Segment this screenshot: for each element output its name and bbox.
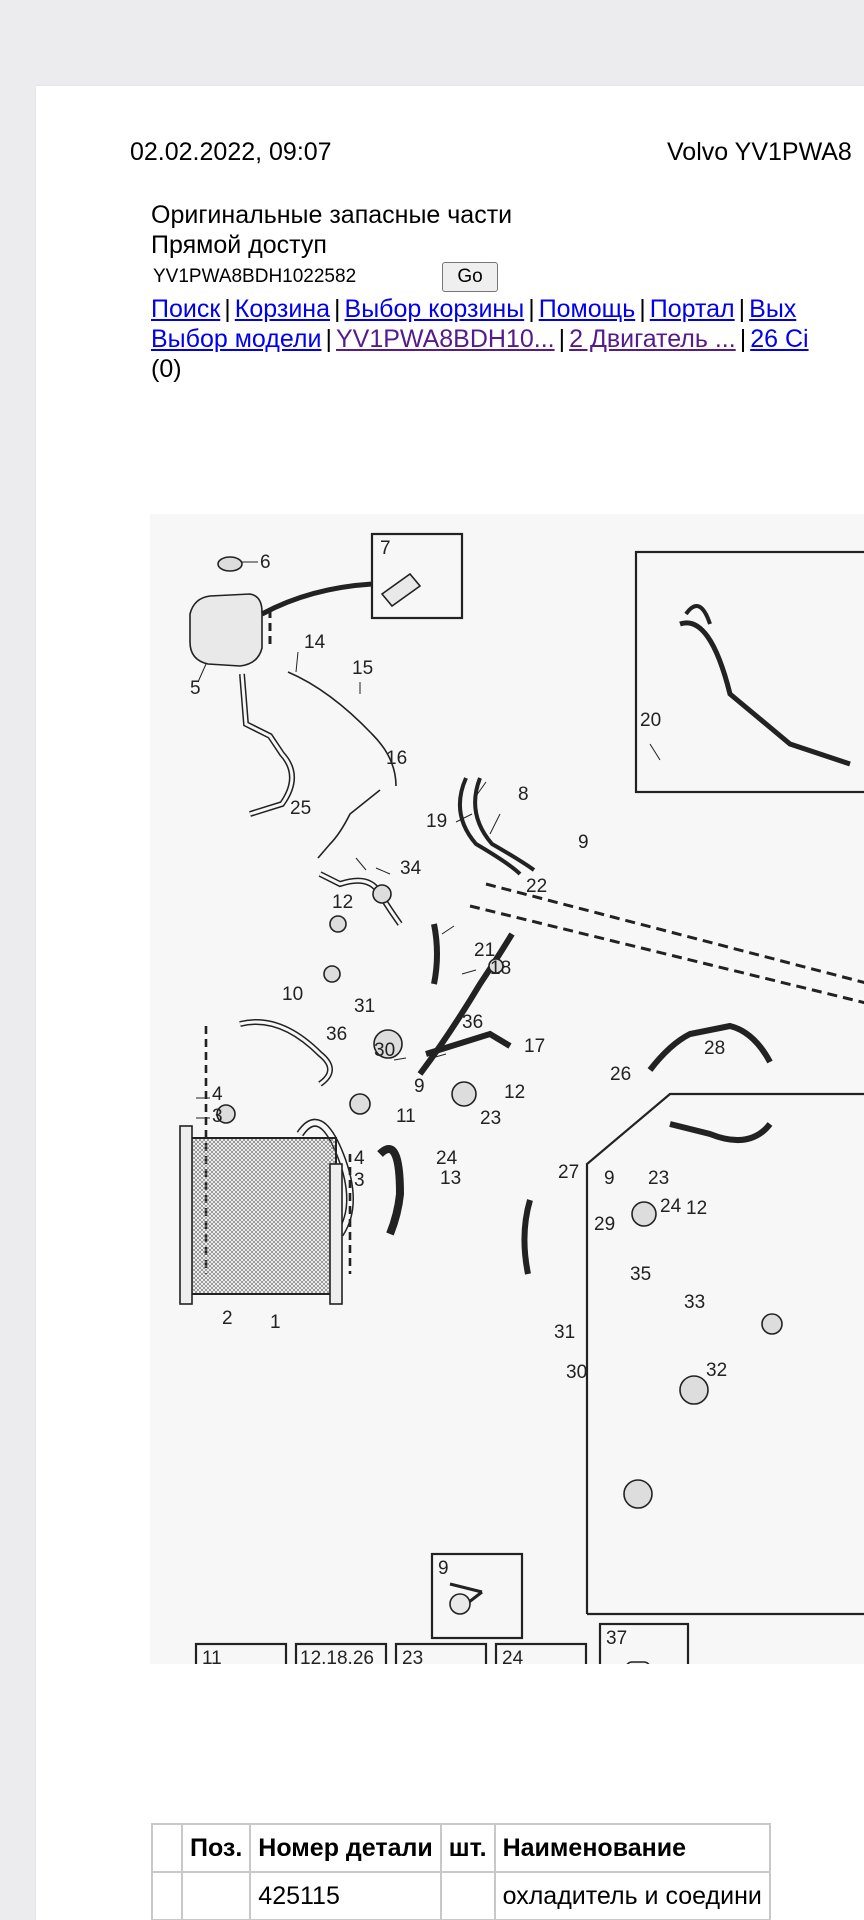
nav-portal-link[interactable]: Портал <box>649 295 735 323</box>
cell-name: охладитель и соедини <box>493 1871 771 1920</box>
breadcrumb: Выбор модели|YV1PWA8BDH10...|2 Двигатель… <box>151 325 809 353</box>
cell-select <box>151 1871 183 1920</box>
svg-text:9: 9 <box>414 1076 425 1097</box>
svg-text:2: 2 <box>222 1308 233 1329</box>
col-header-name: Наименование <box>493 1823 771 1873</box>
go-button[interactable]: Go <box>442 262 498 292</box>
nav-cart-link[interactable]: Корзина <box>234 295 331 323</box>
svg-text:12: 12 <box>332 892 353 913</box>
svg-text:3: 3 <box>212 1106 223 1127</box>
svg-text:8: 8 <box>518 784 529 805</box>
svg-text:24: 24 <box>436 1148 458 1169</box>
svg-text:6: 6 <box>260 552 271 573</box>
svg-text:30: 30 <box>374 1040 395 1061</box>
svg-text:15: 15 <box>352 658 373 679</box>
svg-text:12: 12 <box>686 1198 707 1219</box>
svg-text:17: 17 <box>524 1036 545 1057</box>
svg-text:9: 9 <box>604 1168 615 1189</box>
nav-cart-select-link[interactable]: Выбор корзины <box>344 295 525 323</box>
svg-text:4: 4 <box>354 1148 365 1169</box>
cell-part-number: 425115 <box>249 1871 442 1920</box>
svg-text:16: 16 <box>386 748 407 769</box>
svg-text:37: 37 <box>606 1628 627 1649</box>
svg-text:20: 20 <box>640 710 661 731</box>
svg-text:22: 22 <box>526 876 547 897</box>
svg-text:11: 11 <box>396 1106 416 1127</box>
direct-access-label: Прямой доступ <box>151 231 327 259</box>
breadcrumb-system[interactable]: 26 Сі <box>750 325 809 353</box>
svg-text:24: 24 <box>502 1648 524 1664</box>
svg-text:33: 33 <box>684 1292 705 1313</box>
parts-table: Поз. Номер детали шт. Наименование 42511… <box>151 1823 771 1920</box>
svg-text:21: 21 <box>474 940 495 961</box>
catalog-header-block: Оригинальные запасные части Прямой досту… <box>151 200 809 384</box>
svg-text:10: 10 <box>282 984 303 1005</box>
vin-input[interactable] <box>151 263 440 291</box>
svg-text:12,18,26: 12,18,26 <box>300 1648 374 1664</box>
document-page: 02.02.2022, 09:07 Volvo YV1PWA8 Оригинал… <box>36 86 864 1920</box>
svg-text:3: 3 <box>354 1170 365 1191</box>
nav-search-link[interactable]: Поиск <box>151 295 221 323</box>
breadcrumb-vin[interactable]: YV1PWA8BDH10... <box>335 325 555 353</box>
svg-text:9: 9 <box>578 832 589 853</box>
svg-text:35: 35 <box>630 1264 651 1285</box>
svg-text:31: 31 <box>554 1322 575 1343</box>
cell-qty <box>439 1871 496 1920</box>
col-header-qty: шт. <box>439 1823 496 1873</box>
svg-text:29: 29 <box>594 1214 615 1235</box>
svg-text:24: 24 <box>660 1196 682 1217</box>
svg-text:23: 23 <box>480 1108 501 1129</box>
svg-text:36: 36 <box>326 1024 347 1045</box>
table-row[interactable]: 425115 охладитель и соедини <box>151 1871 771 1920</box>
svg-text:13: 13 <box>440 1168 461 1189</box>
svg-text:14: 14 <box>304 632 326 653</box>
cell-position <box>180 1871 252 1920</box>
svg-text:23: 23 <box>402 1648 423 1664</box>
svg-text:25: 25 <box>290 798 311 819</box>
svg-text:34: 34 <box>400 858 422 879</box>
svg-text:11: 11 <box>202 1648 222 1664</box>
col-header-position: Поз. <box>180 1823 252 1873</box>
svg-text:12: 12 <box>504 1082 525 1103</box>
catalog-title: Оригинальные запасные части <box>151 201 513 229</box>
svg-text:1: 1 <box>270 1312 281 1333</box>
svg-text:36: 36 <box>462 1012 483 1033</box>
vin-form: Go <box>151 260 809 294</box>
svg-text:32: 32 <box>706 1360 727 1381</box>
nav-help-link[interactable]: Помощь <box>538 295 636 323</box>
breadcrumb-model-select[interactable]: Выбор модели <box>151 325 322 353</box>
top-nav: Поиск|Корзина|Выбор корзины|Помощь|Порта… <box>151 295 797 323</box>
svg-text:4: 4 <box>212 1084 223 1105</box>
table-header-row: Поз. Номер детали шт. Наименование <box>151 1823 771 1873</box>
cart-count: (0) <box>151 355 182 383</box>
svg-text:28: 28 <box>704 1038 725 1059</box>
svg-text:30: 30 <box>566 1362 587 1383</box>
col-header-part-number: Номер детали <box>249 1823 442 1873</box>
print-datetime: 02.02.2022, 09:07 <box>130 138 332 166</box>
svg-text:27: 27 <box>558 1162 579 1183</box>
col-header-select <box>151 1823 183 1873</box>
svg-text:5: 5 <box>190 678 201 699</box>
svg-text:23: 23 <box>648 1168 669 1189</box>
svg-text:31: 31 <box>354 996 375 1017</box>
breadcrumb-engine[interactable]: 2 Двигатель ... <box>569 325 736 353</box>
svg-text:19: 19 <box>426 811 447 832</box>
svg-text:7: 7 <box>380 538 391 559</box>
print-vehicle-title: Volvo YV1PWA8 <box>667 138 852 166</box>
svg-text:18: 18 <box>490 958 511 979</box>
nav-exit-link[interactable]: Вых <box>749 295 797 323</box>
svg-text:9: 9 <box>438 1558 449 1579</box>
parts-diagram[interactable]: 6 7 5 14 15 25 16 20 8 19 9 22 34 12 21 … <box>150 514 864 1664</box>
svg-text:26: 26 <box>610 1064 631 1085</box>
